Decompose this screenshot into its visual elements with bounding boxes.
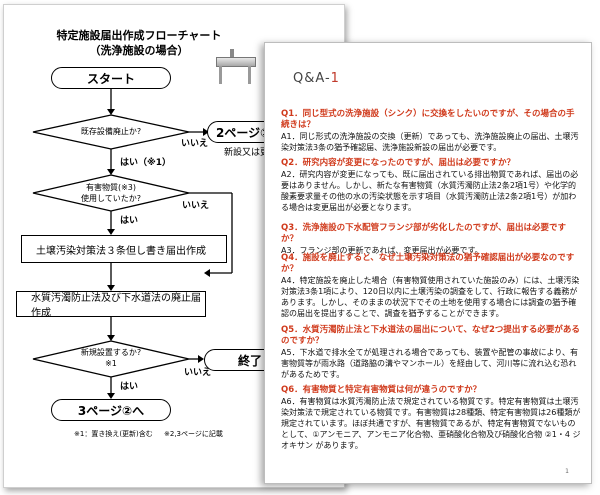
answer-3: A3．フランジ部の更新であれば、変更届出が必要です。: [281, 246, 483, 255]
page-number: 1: [565, 468, 569, 475]
new-or-update-label: 新設又は更: [224, 148, 270, 158]
footnote-pages: ※2,3ページに記載: [164, 430, 223, 438]
decision-hazardous-line2: 使用していたか?: [80, 194, 141, 203]
soil-report-box: 土壌汚染対策法３条但し書き届出作成: [21, 235, 227, 263]
answer-5: A5．下水道で排水全てが処理される場合であっても、装置や配管の事故により、有害物…: [281, 348, 578, 379]
decision3-no-label: いいえ: [184, 368, 212, 378]
start-terminal: スタート: [51, 67, 171, 89]
decision-new-install-line2: ※1: [105, 359, 117, 368]
question-4: Q4．施設を廃止すると、なぜ土壌汚染対策法の猶予確認届出が必要なのですか？: [281, 253, 575, 274]
decision3-yes-label: はい: [120, 382, 139, 392]
qa-item-3: Q3．洗浄施設の下水配管フランジ部が劣化したのですが、届出は必要ですか？ A3．…: [281, 223, 581, 256]
answer-6: A6．有害物質は水質汚濁防止法で規定されている物質です。特定有害物質は土壌汚染対…: [281, 397, 581, 450]
qa-item-5: Q5．水質汚濁防止法と下水道法の届出について、なぜ2つ提出する必要があるのですか…: [281, 325, 581, 380]
decision-hazardous-line1: 有害物質(※3): [85, 183, 137, 192]
flowchart-subtitle: （洗浄施設の場合）: [89, 44, 189, 57]
qa-item-4: Q4．施設を廃止すると、なぜ土壌汚染対策法の猶予確認届出が必要なのですか？ A4…: [281, 253, 581, 319]
qa-item-2: Q2．研究内容が変更になったのですが、届出は必要ですか？ A2．研究内容が変更に…: [281, 158, 581, 213]
decision-new-install-line1: 新規設置するか?: [80, 348, 142, 357]
question-2: Q2．研究内容が変更になったのですが、届出は必要ですか？: [281, 158, 515, 168]
question-5: Q5．水質汚濁防止法と下水道法の届出について、なぜ2つ提出する必要があるのですか…: [281, 325, 580, 346]
flowchart-title: 特定施設届出作成フローチャート: [56, 29, 222, 42]
qa-title-text: Q&A-: [293, 71, 331, 86]
decision2-no-label: いいえ: [182, 201, 210, 211]
qa-title: Q&A-1: [293, 71, 340, 86]
qa-title-number: 1: [330, 71, 340, 86]
decision2-yes-label: はい: [120, 216, 139, 226]
decision1-yes-label: はい（※1）: [120, 158, 172, 168]
page3-reference: 3ページ②へ: [51, 399, 171, 421]
qa-item-1: Q1．同じ型式の洗浄施設（シンク）に交換をしたいのですが、その場合の手続きは？ …: [281, 109, 581, 153]
question-1: Q1．同じ型式の洗浄施設（シンク）に交換をしたいのですが、その場合の手続きは？: [281, 109, 575, 130]
qa-item-6: Q6．有害物質と特定有害物質は何が違うのですか？ A6．有害物質は水質汚濁防止法…: [281, 385, 581, 451]
answer-2: A2．研究内容が変更になっても、既に届出されている排出物質であれば、届出の必要は…: [281, 170, 579, 212]
answer-1: A1．同じ形式の洗浄施設の交換（更新）であっても、洗浄施設廃止の届出、土壌汚染対…: [281, 132, 579, 152]
answer-4: A4．特定施設を廃止した場合（有害物質使用されていた施設のみ）には、土壌汚染対策…: [281, 276, 580, 318]
qa-page: Q&A-1 Q1．同じ型式の洗浄施設（シンク）に交換をしたいのですが、その場合の…: [264, 42, 592, 484]
question-6: Q6．有害物質と特定有害物質は何が違うのですか？: [281, 385, 482, 395]
footnote-replacement: ※1：置き換え(更新)含む: [74, 430, 153, 438]
flowchart-connectors: [32, 89, 233, 399]
decision1-no-label: いいえ: [181, 139, 209, 149]
decision-existing-equipment: 既存設備廃止か?: [80, 127, 142, 136]
sink-illustration: [216, 49, 256, 85]
abolition-report-box: 水質汚濁防止法及び下水道法の廃止届作成: [16, 291, 206, 319]
question-3: Q3．洗浄施設の下水配管フランジ部が劣化したのですが、届出は必要ですか？: [281, 223, 566, 244]
